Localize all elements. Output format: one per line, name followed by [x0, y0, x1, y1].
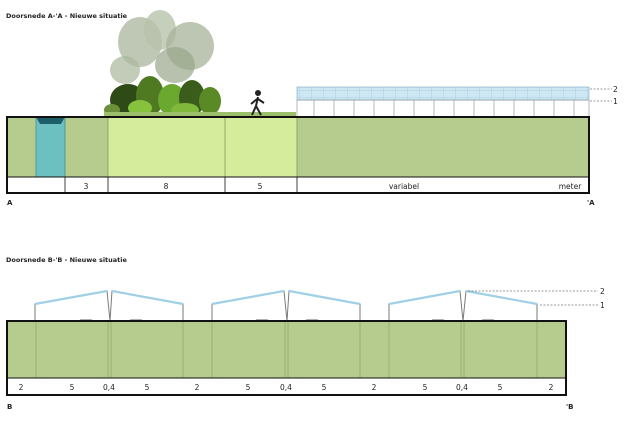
marker-b-start: B: [7, 403, 12, 411]
ground-body-b: [6, 320, 567, 396]
trees-shrubs-icon: [104, 10, 221, 117]
dim-b-4: 5: [145, 383, 150, 392]
label-leaders-b: [468, 290, 598, 306]
dim-b-7: 0,4: [280, 383, 292, 392]
ditch-water: [36, 117, 65, 177]
dim-a-5: meter: [559, 182, 582, 191]
label-1: 1: [613, 97, 618, 106]
marker-b-end: 'B: [566, 403, 573, 411]
dim-a-2: 8: [164, 182, 169, 191]
section-b: Doorsnede B-'B - Nieuwe situatie 2 1 2 5…: [6, 256, 605, 411]
label-2: 2: [613, 85, 618, 94]
marker-a-end: 'A: [587, 199, 595, 207]
dim-b-12: 5: [498, 383, 503, 392]
dim-b-11: 0,4: [456, 383, 468, 392]
dim-b-10: 5: [423, 383, 428, 392]
section-a-title: Doorsnede A-'A - Nieuwe situatie: [6, 12, 128, 20]
dim-a-1: 3: [84, 182, 89, 191]
ditch-channel: [36, 117, 65, 124]
label-b-1: 1: [600, 301, 605, 310]
dim-b-2: 5: [70, 383, 75, 392]
dim-b-3: 0,4: [103, 383, 115, 392]
label-b-2: 2: [600, 287, 605, 296]
dim-b-6: 5: [246, 383, 251, 392]
dim-b-8: 5: [322, 383, 327, 392]
marker-a-start: A: [7, 199, 13, 207]
label-leaders: [590, 88, 612, 102]
dim-b-5: 2: [195, 383, 200, 392]
greenhouse-roofs: [34, 289, 538, 322]
section-b-title: Doorsnede B-'B - Nieuwe situatie: [6, 256, 128, 264]
grass-strip: [104, 112, 296, 116]
dim-a-3: 5: [258, 182, 263, 191]
greenhouse-icon: [296, 86, 590, 116]
ground-body: [6, 116, 590, 194]
dim-b-1: 2: [19, 383, 24, 392]
section-a: Doorsnede A-'A - Nieuwe situatie: [6, 10, 618, 207]
dim-b-13: 2: [549, 383, 554, 392]
dim-a-4: variabel: [389, 182, 419, 191]
person-walking-icon: [250, 90, 265, 116]
dim-b-9: 2: [372, 383, 377, 392]
